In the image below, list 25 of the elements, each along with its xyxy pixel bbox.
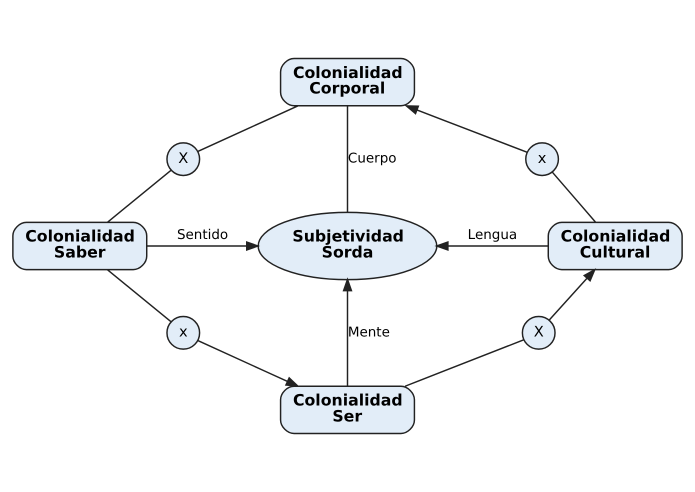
node-ellipse: Subjetividad Sorda (257, 212, 438, 280)
node-circle: X (166, 142, 200, 176)
edge-label: Cuerpo (348, 150, 397, 167)
connector (404, 339, 524, 387)
node-circle: X (522, 316, 556, 350)
arrow (434, 241, 548, 251)
arrow (404, 105, 528, 153)
node-box: Colonialidad Cultural (548, 222, 683, 270)
arrow (198, 340, 300, 388)
arrow (147, 241, 260, 251)
connector (198, 105, 298, 152)
edge-label: Lengua (468, 226, 518, 243)
connector (346, 106, 348, 212)
connector (107, 269, 172, 322)
node-box: Colonialidad Corporal (280, 58, 416, 106)
node-circle: x (525, 142, 560, 176)
node-box: Colonialidad Saber (12, 222, 148, 270)
edge-label: Sentido (176, 226, 228, 243)
arrow (548, 268, 596, 321)
node-circle: x (166, 316, 200, 350)
arrow (342, 277, 352, 386)
edge-label: Mente (348, 324, 390, 340)
connector (107, 170, 172, 223)
connector (552, 172, 596, 223)
node-box: Colonialidad Ser (280, 386, 416, 434)
